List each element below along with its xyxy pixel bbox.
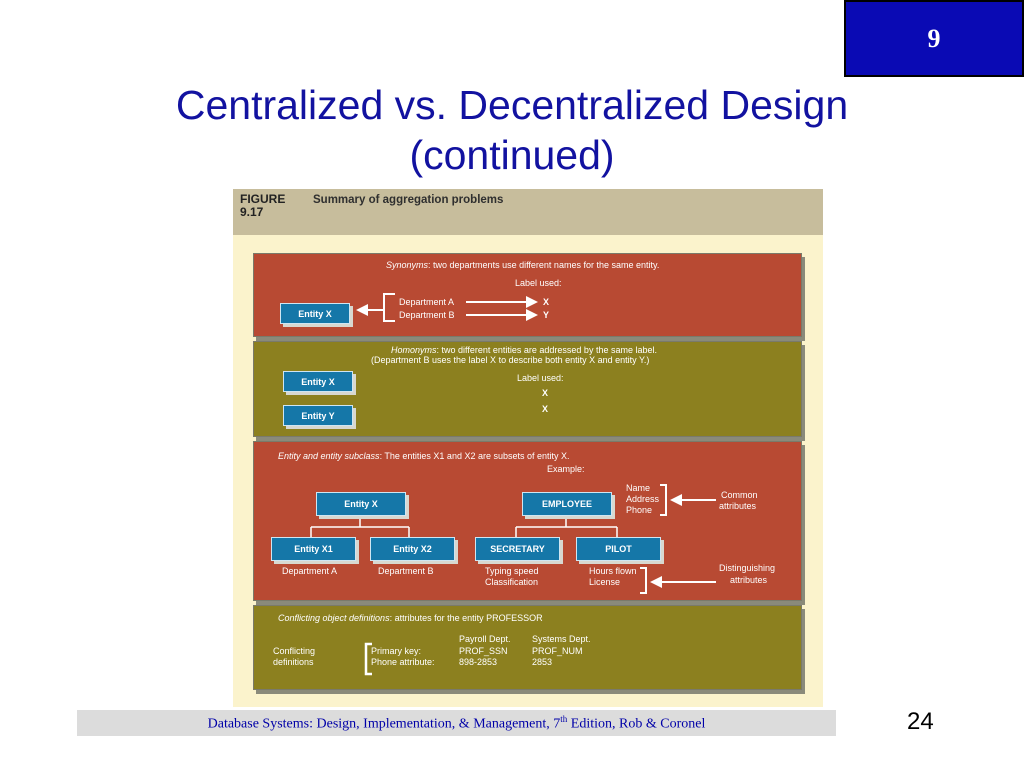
homonyms-entity-y: Entity Y [283,405,353,426]
common-label-1: Common [721,490,758,500]
synonyms-desc: : two departments use different names fo… [428,260,660,270]
synonyms-arrows [356,293,538,322]
pilot-attr-license: License [589,577,621,587]
common-label-2: attributes [719,501,757,511]
synonyms-label-b: Y [543,310,550,320]
distinguishing-label-1: Distinguishing [719,563,776,573]
subclass-section: Entity and entity subclass: The entities… [253,441,802,601]
subclass-connectors [310,484,716,594]
footer-sup: th [560,713,568,724]
title-line-2: (continued) [409,132,615,178]
distinguishing-label-2: attributes [730,575,768,585]
synonyms-dept-b: Department B [399,310,455,320]
pilot-box: PILOT [576,537,661,561]
homonyms-entity-x: Entity X [283,371,353,392]
conflicting-heading: Conflicting object definitions: attribut… [278,613,543,624]
chapter-number-box: 9 [844,0,1024,77]
secretary-attr-classification: Classification [485,577,539,587]
row-primary-key-systems: PROF_NUM [532,646,583,656]
figure-9-17: FIGURE 9.17 Summary of aggregation probl… [233,189,823,707]
subclass-entity-x1: Entity X1 [271,537,356,561]
synonyms-heading: Synonyms: two departments use different … [386,260,659,271]
page-number: 24 [907,708,934,735]
synonyms-section: Synonyms: two departments use different … [253,253,802,337]
footer-text-after: Edition, Rob & Coronel [567,716,706,732]
synonyms-term: Synonyms [386,260,429,270]
row-phone-systems: 2853 [532,657,553,667]
col-systems: Systems Dept. [532,634,591,644]
pilot-attr-hours: Hours flown [589,566,637,576]
footer-bar: Database Systems: Design, Implementation… [77,710,836,736]
subclass-dept-a: Department A [282,566,338,576]
homonyms-label-2: X [542,404,549,414]
subclass-desc: : The entities X1 and X2 are subsets of … [379,451,570,461]
subclass-term: Entity and entity subclass [278,451,380,461]
homonyms-label-1: X [542,388,549,398]
synonyms-label-a: X [543,297,550,307]
conflicting-label-2: definitions [273,657,314,667]
common-attr-name: Name [626,483,651,493]
chapter-number: 9 [927,23,941,53]
footer-text-before: Database Systems: Design, Implementation… [207,716,561,732]
synonyms-entity-x: Entity X [280,303,350,324]
row-phone-label: Phone attribute: [371,657,435,667]
homonyms-term: Homonyms [391,345,437,355]
subclass-example: Example: [547,464,585,474]
homonyms-label-used: Label used: [517,373,564,383]
secretary-box: SECRETARY [475,537,560,561]
secretary-attr-typing: Typing speed [485,566,539,576]
footer-citation: Database Systems: Design, Implementation… [208,714,706,733]
subclass-entity-x2: Entity X2 [370,537,455,561]
slide-title: Centralized vs. Decentralized Design (co… [100,80,924,180]
row-phone-payroll: 898-2853 [459,657,498,667]
common-attr-phone: Phone [626,505,653,515]
figure-header: FIGURE 9.17 Summary of aggregation probl… [233,189,823,235]
employee-box: EMPLOYEE [522,492,612,516]
figure-number: FIGURE 9.17 [240,192,286,219]
synonyms-dept-a: Department A [399,297,455,307]
conflicting-term: Conflicting object definitions [278,613,390,623]
synonyms-label-used: Label used: [515,278,562,288]
conflicting-label-1: Conflicting [273,646,316,656]
title-line-1: Centralized vs. Decentralized Design [175,82,849,128]
subclass-heading: Entity and entity subclass: The entities… [278,451,570,462]
subclass-entity-x: Entity X [316,492,406,516]
common-attr-address: Address [626,494,660,504]
conflicting-desc: : attributes for the entity PROFESSOR [389,613,543,623]
homonyms-heading: Homonyms: two different entities are add… [391,345,657,356]
conflicting-bracket [364,642,372,676]
subclass-dept-b: Department B [378,566,434,576]
conflicting-section: Conflicting object definitions: attribut… [253,605,802,690]
row-primary-key-label: Primary key: [371,646,422,656]
row-primary-key-payroll: PROF_SSN [459,646,508,656]
homonyms-section: Homonyms: two different entities are add… [253,341,802,437]
col-payroll: Payroll Dept. [459,634,511,644]
homonyms-note: (Department B uses the label X to descri… [371,355,650,365]
figure-title: Summary of aggregation problems [313,194,504,206]
homonyms-desc: : two different entities are addressed b… [436,345,657,355]
